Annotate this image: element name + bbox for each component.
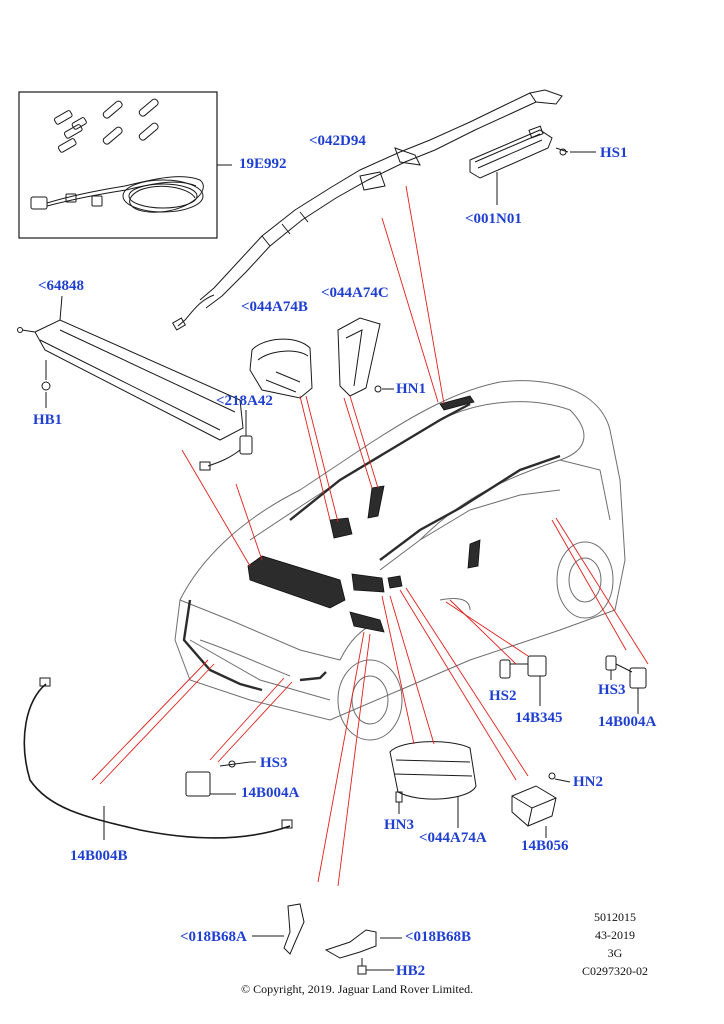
- wiring-repair-kit: [18, 91, 232, 239]
- label-044a74c: <044A74C: [321, 285, 389, 301]
- label-14b004a-right: 14B004A: [598, 714, 657, 730]
- passenger-airbag: [249, 338, 313, 399]
- copyright-notice: © Copyright, 2019. Jaguar Land Rover Lim…: [241, 982, 474, 996]
- bracket-018b68b: [324, 929, 402, 975]
- bracket-018b68a: [252, 903, 305, 955]
- label-018b68b: <018B68B: [405, 929, 472, 945]
- impact-sensor-218a42: [199, 410, 253, 471]
- label-hn3: HN3: [384, 817, 414, 833]
- sensor-14b345: [499, 655, 547, 706]
- restraints-control-module: [511, 772, 571, 838]
- vehicle-installed-parts: [247, 395, 481, 633]
- label-14b004b: 14B004B: [70, 848, 128, 864]
- cowl-panel: [17, 295, 244, 441]
- reference-number: 5012015: [594, 910, 636, 924]
- label-044a74b: <044A74B: [241, 299, 308, 315]
- label-001n01: <001N01: [465, 211, 522, 227]
- label-hb2: HB2: [396, 963, 426, 979]
- label-hs1: HS1: [600, 145, 628, 161]
- curtain-airbag: [171, 89, 563, 331]
- callout-leader-lines: [91, 185, 649, 887]
- sensor-14b004a-right: [605, 655, 647, 714]
- reference-date: 43-2019: [595, 928, 635, 942]
- label-hs3-left: HS3: [260, 755, 288, 771]
- side-airbag: [337, 317, 394, 397]
- label-218a42: <218A42: [216, 393, 273, 409]
- reference-group: 3G: [607, 946, 623, 960]
- label-hb1: HB1: [33, 412, 63, 428]
- label-14b345: 14B345: [515, 710, 563, 726]
- label-044a74a: <044A74A: [419, 830, 487, 846]
- vehicle-outline: [174, 380, 626, 741]
- knee-airbag-module: [469, 125, 596, 205]
- reference-illustration-id: C0297320-02: [582, 964, 648, 978]
- sensor-14b004a-left: [185, 760, 256, 797]
- label-hs2: HS2: [489, 688, 517, 704]
- label-64848: <64848: [38, 278, 85, 294]
- driver-airbag: [389, 741, 477, 828]
- label-14b056: 14B056: [521, 838, 569, 854]
- label-14b004a-left: 14B004A: [241, 785, 300, 801]
- label-hn1: HN1: [396, 381, 426, 397]
- harness-14b004b: [23, 677, 293, 840]
- label-hs3-right: HS3: [598, 682, 626, 698]
- label-19e992: 19E992: [239, 156, 287, 172]
- label-018b68a: <018B68A: [180, 929, 247, 945]
- label-hn2: HN2: [573, 774, 603, 790]
- label-042d94: <042D94: [309, 133, 366, 149]
